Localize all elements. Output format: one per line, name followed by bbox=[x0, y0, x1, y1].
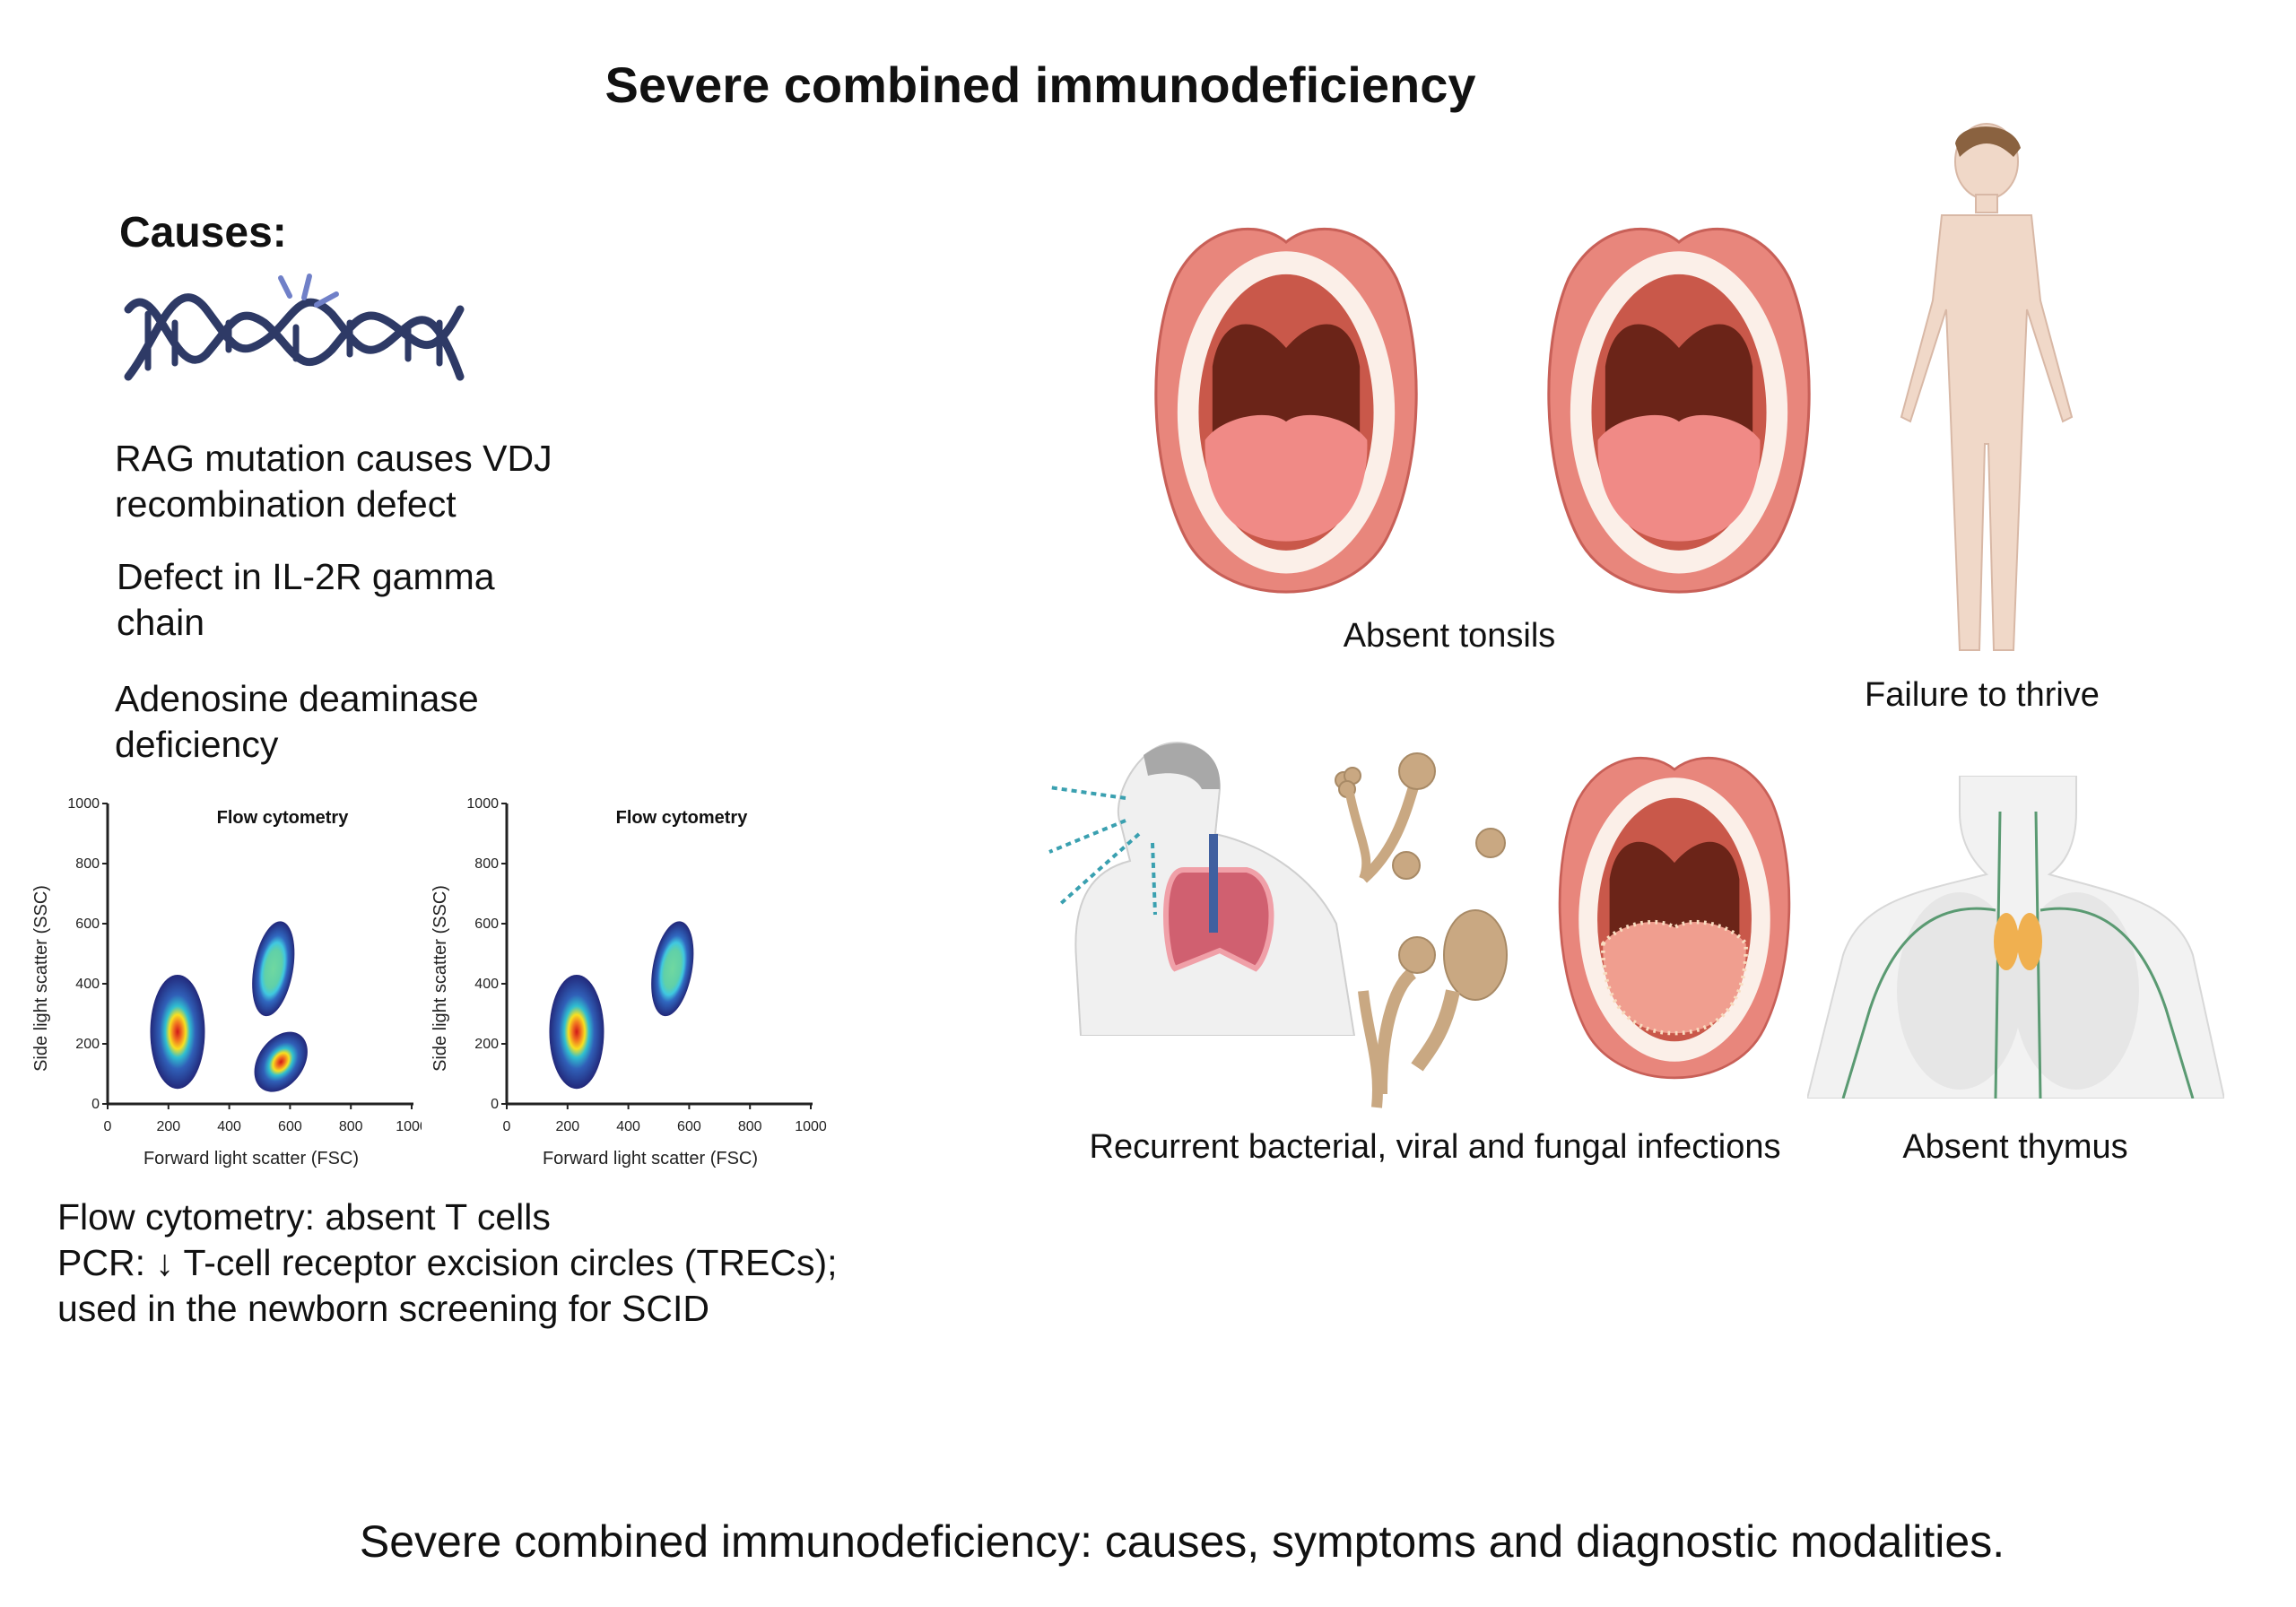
y-tick-label: 600 bbox=[474, 916, 499, 932]
y-tick-label: 1000 bbox=[67, 796, 100, 812]
cause-line: Adenosine deaminase bbox=[115, 678, 479, 719]
figure-caption: Severe combined immunodeficiency: causes… bbox=[359, 1516, 2005, 1567]
cause-rag-mutation: RAG mutation causes VDJ recombination de… bbox=[115, 436, 617, 527]
absent-tonsils-label: Absent tonsils bbox=[1343, 617, 1556, 655]
y-tick-label: 0 bbox=[91, 1097, 100, 1112]
causes-heading: Causes: bbox=[119, 209, 287, 256]
x-axis-label: Forward light scatter (FSC) bbox=[543, 1149, 758, 1168]
x-tick-label: 1000 bbox=[396, 1119, 422, 1134]
y-axis-label: Side light scatter (SSC) bbox=[31, 885, 51, 1072]
cluster-granulocytes bbox=[651, 921, 694, 1017]
y-tick-label: 1000 bbox=[466, 796, 499, 812]
cause-line: chain bbox=[117, 602, 205, 643]
diagnosis-text: Flow cytometry: absent T cells PCR: ↓ T-… bbox=[57, 1194, 838, 1332]
y-tick-label: 800 bbox=[474, 856, 499, 872]
x-tick-label: 1000 bbox=[795, 1119, 827, 1134]
cause-line: RAG mutation causes VDJ bbox=[115, 438, 552, 479]
mouth-illustration-2 bbox=[1547, 227, 1811, 594]
diagnosis-line: PCR: ↓ T-cell receptor excision circles … bbox=[57, 1242, 838, 1283]
child-figure-illustration bbox=[1900, 123, 2074, 651]
infections-label: Recurrent bacterial, viral and fungal in… bbox=[1089, 1128, 1781, 1166]
y-axis-label: Side light scatter (SSC) bbox=[430, 885, 450, 1072]
cluster-lymphocytes bbox=[549, 974, 604, 1090]
cluster-granulocytes bbox=[252, 921, 295, 1017]
x-tick-label: 200 bbox=[156, 1119, 180, 1134]
cause-line: Defect in IL-2R gamma bbox=[117, 556, 495, 597]
y-tick-label: 600 bbox=[75, 916, 100, 932]
x-tick-label: 600 bbox=[278, 1119, 302, 1134]
cause-il2r-defect: Defect in IL-2R gamma chain bbox=[117, 554, 619, 646]
y-tick-label: 0 bbox=[491, 1097, 499, 1112]
figure-title: Severe combined immunodeficiency bbox=[604, 56, 1476, 113]
x-tick-label: 0 bbox=[503, 1119, 511, 1134]
x-tick-label: 400 bbox=[616, 1119, 640, 1134]
x-tick-label: 600 bbox=[677, 1119, 701, 1134]
x-tick-label: 400 bbox=[217, 1119, 241, 1134]
x-tick-label: 800 bbox=[339, 1119, 363, 1134]
x-tick-label: 800 bbox=[738, 1119, 762, 1134]
y-tick-label: 200 bbox=[474, 1037, 499, 1052]
absent-thymus-label: Absent thymus bbox=[1902, 1128, 2128, 1166]
chart-title: Flow cytometry bbox=[616, 808, 749, 828]
fungi-illustration bbox=[1335, 752, 1508, 1108]
y-tick-label: 200 bbox=[75, 1037, 100, 1052]
failure-to-thrive-label: Failure to thrive bbox=[1865, 676, 2100, 714]
dna-icon bbox=[124, 274, 465, 381]
chart-title: Flow cytometry bbox=[217, 808, 350, 828]
diagnosis-line: Flow cytometry: absent T cells bbox=[57, 1196, 551, 1238]
cause-line: recombination defect bbox=[115, 483, 457, 525]
mouth-illustration-1 bbox=[1154, 227, 1418, 594]
y-tick-label: 400 bbox=[474, 977, 499, 992]
cluster-t-cells bbox=[254, 1031, 308, 1092]
y-tick-label: 400 bbox=[75, 977, 100, 992]
oral-thrush-mouth-illustration bbox=[1558, 756, 1791, 1080]
diagnosis-line: used in the newborn screening for SCID bbox=[57, 1288, 710, 1329]
coughing-person-illustration bbox=[1048, 742, 1356, 1036]
cause-line: deficiency bbox=[115, 724, 279, 765]
x-axis-label: Forward light scatter (FSC) bbox=[144, 1149, 359, 1168]
x-tick-label: 200 bbox=[555, 1119, 579, 1134]
cluster-lymphocytes bbox=[150, 974, 205, 1090]
y-tick-label: 800 bbox=[75, 856, 100, 872]
thymus-lymphatic-illustration bbox=[1807, 776, 2224, 1099]
x-tick-label: 0 bbox=[104, 1119, 112, 1134]
cause-ada-deficiency: Adenosine deaminase deficiency bbox=[115, 676, 617, 768]
